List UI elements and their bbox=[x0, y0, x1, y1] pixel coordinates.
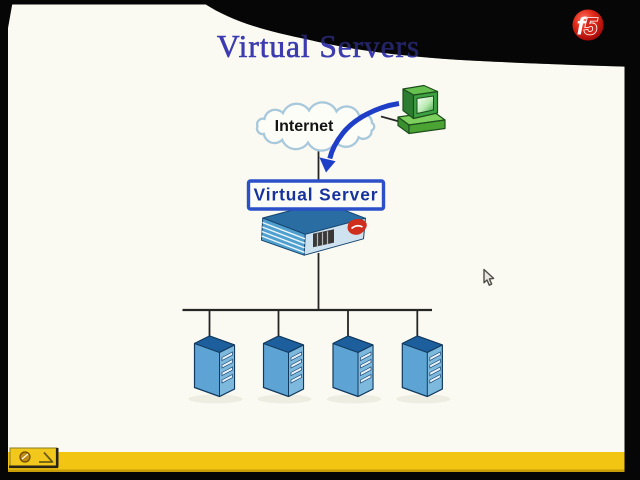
svg-text:5: 5 bbox=[584, 14, 598, 41]
svg-text:Internet: Internet bbox=[275, 118, 334, 135]
svg-text:Virtual Server: Virtual Server bbox=[254, 185, 379, 205]
svg-text:Virtual Servers: Virtual Servers bbox=[217, 29, 420, 64]
svg-text:f: f bbox=[577, 13, 588, 41]
